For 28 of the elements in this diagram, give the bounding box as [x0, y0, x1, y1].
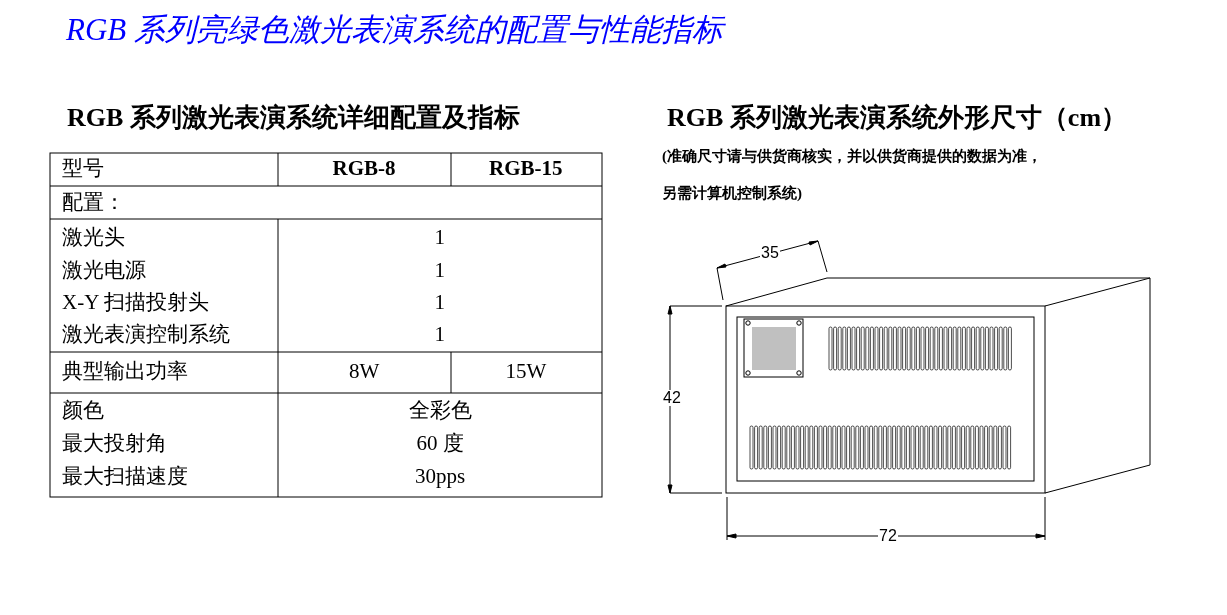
- table-cell: 颜色: [62, 400, 104, 421]
- table-cell: 典型输出功率: [62, 361, 188, 382]
- table-cell: 1: [434, 260, 445, 281]
- drawing-heading: RGB 系列激光表演系统外形尺寸（cm）: [667, 105, 1128, 131]
- dimension-label: 42: [662, 390, 682, 406]
- table-cell: 激光电源: [62, 260, 146, 281]
- table-heading: RGB 系列激光表演系统详细配置及指标: [67, 105, 520, 131]
- table-cell: 30pps: [415, 466, 466, 487]
- table-cell: 配置：: [62, 192, 125, 213]
- table-cell: 全彩色: [408, 400, 472, 421]
- table-cell: 1: [434, 227, 445, 248]
- table-cell: 60 度: [416, 433, 464, 454]
- table-cell: 激光头: [62, 227, 125, 248]
- table-cell: 激光表演控制系统: [62, 324, 230, 345]
- table-cell: 最大投射角: [62, 433, 167, 454]
- table-cell: RGB-8: [332, 158, 396, 179]
- dimension-label: 35: [760, 245, 780, 261]
- table-cell: 最大扫描速度: [62, 466, 188, 487]
- table-cell: RGB-15: [489, 158, 563, 179]
- dimension-label: 72: [878, 528, 898, 544]
- note-text: 另需计算机控制系统): [662, 186, 802, 201]
- table-cell: 1: [434, 324, 445, 345]
- table-cell: 15W: [505, 361, 547, 382]
- table-cell: X-Y 扫描投射头: [62, 292, 209, 313]
- table-cell: 8W: [349, 361, 380, 382]
- table-cell: 型号: [62, 158, 104, 179]
- table-cell: 1: [434, 292, 445, 313]
- note-text: (准确尺寸请与供货商核实，并以供货商提供的数据为准，: [662, 149, 1042, 164]
